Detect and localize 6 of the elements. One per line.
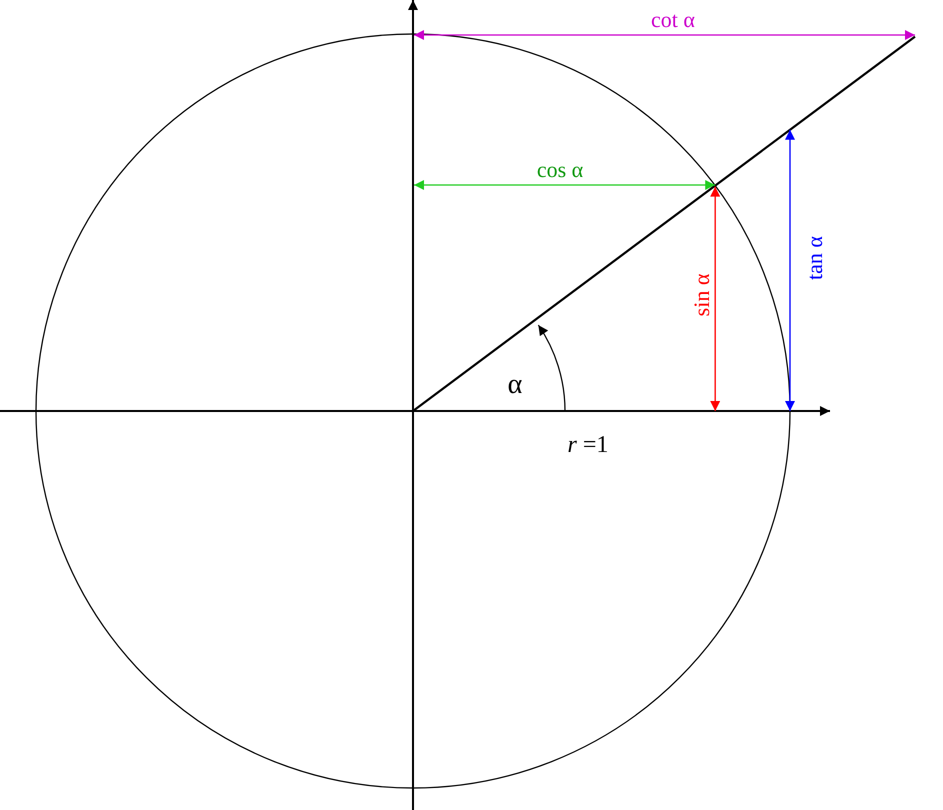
sin-label: sin α <box>691 274 713 316</box>
radius-label: r =1 <box>568 433 608 457</box>
cot-label: cot α <box>651 9 695 31</box>
cos-label: cos α <box>536 159 584 181</box>
tan-label: tan α <box>804 236 826 280</box>
angle-label: α <box>508 371 522 399</box>
